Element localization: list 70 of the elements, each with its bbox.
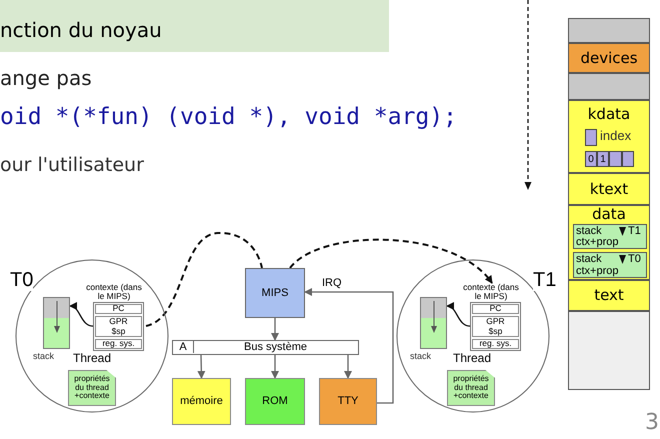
arrow	[304, 288, 394, 404]
memory-segment: text	[568, 280, 650, 311]
index-box	[585, 129, 597, 146]
dashed-connector	[289, 238, 493, 284]
page-number: 3	[645, 410, 659, 435]
rom-box: ROM	[245, 378, 305, 425]
arrow	[446, 303, 472, 327]
register-row: PC	[472, 304, 519, 314]
arrow	[197, 354, 206, 379]
tty-box: TTY	[319, 378, 377, 425]
memory-segment	[568, 100, 650, 173]
segment-label: data	[591, 206, 627, 222]
context-label: contexte (dans le MIPS)	[85, 283, 143, 302]
register-label: GPR	[486, 317, 505, 326]
bus-address-label: A	[173, 341, 194, 354]
array-cell: 1	[597, 151, 609, 167]
register-row: reg. sys.	[472, 339, 519, 349]
register-label: GPR	[109, 317, 128, 326]
bus-bar	[172, 340, 359, 355]
arrow	[69, 303, 95, 327]
array-cell	[622, 151, 634, 167]
memory-segment: ktext	[568, 173, 650, 205]
slide-text: our l'utilisateur	[0, 154, 144, 176]
side-label: stack	[33, 351, 54, 361]
thread-label: Thread	[73, 352, 112, 366]
register-row	[95, 316, 142, 337]
stack-block	[573, 252, 647, 278]
register-row: reg. sys.	[95, 339, 142, 349]
edge-label: IRQ	[322, 277, 342, 289]
arrow	[271, 355, 279, 379]
context-label: contexte (dans le MIPS)	[462, 283, 520, 302]
title-band: nction du noyau	[0, 0, 389, 52]
thread-title: T1	[533, 269, 556, 291]
stack-box	[420, 297, 447, 349]
array-cell	[609, 151, 622, 167]
note-box: propriétés du thread +contexte	[68, 370, 116, 406]
memory-segment	[568, 73, 650, 100]
note-box: propriétés du thread +contexte	[447, 370, 495, 406]
register-label: $sp	[112, 326, 126, 336]
array-cell: 0	[585, 151, 597, 167]
register-row: PC	[95, 304, 142, 314]
bus-label: Bus système	[243, 341, 308, 354]
slide-text: ange pas	[0, 66, 92, 90]
context-label: ctx+prop	[576, 236, 618, 248]
thread-label: T1	[628, 225, 641, 238]
thread-title: T0	[10, 269, 34, 291]
stack-label: stack	[576, 225, 602, 238]
stack-block	[573, 224, 647, 249]
thread-label: Thread	[453, 352, 492, 366]
memory-segment	[568, 18, 650, 43]
cpu-box: MIPS	[245, 268, 305, 318]
dashed-connector	[146, 232, 263, 327]
context-panel	[461, 283, 523, 351]
register-row	[472, 316, 519, 337]
context-label: ctx+prop	[576, 265, 618, 278]
register-label: $sp	[488, 326, 502, 336]
arrow	[344, 355, 352, 379]
arrow	[271, 318, 279, 341]
memory-segment: devices	[568, 43, 650, 73]
side-label: index	[600, 128, 632, 143]
memory-segment	[568, 311, 650, 390]
code-line: oid *(*fun) (void *), void *arg);	[0, 104, 457, 130]
stack-box	[43, 297, 70, 349]
context-panel	[84, 283, 146, 351]
memory-box: mémoire	[172, 378, 231, 425]
stack-label: stack	[576, 253, 602, 266]
memory-segment	[568, 205, 650, 280]
segment-label: kdata	[586, 106, 632, 122]
side-label: stack	[410, 351, 432, 361]
thread-label: T0	[628, 253, 641, 266]
